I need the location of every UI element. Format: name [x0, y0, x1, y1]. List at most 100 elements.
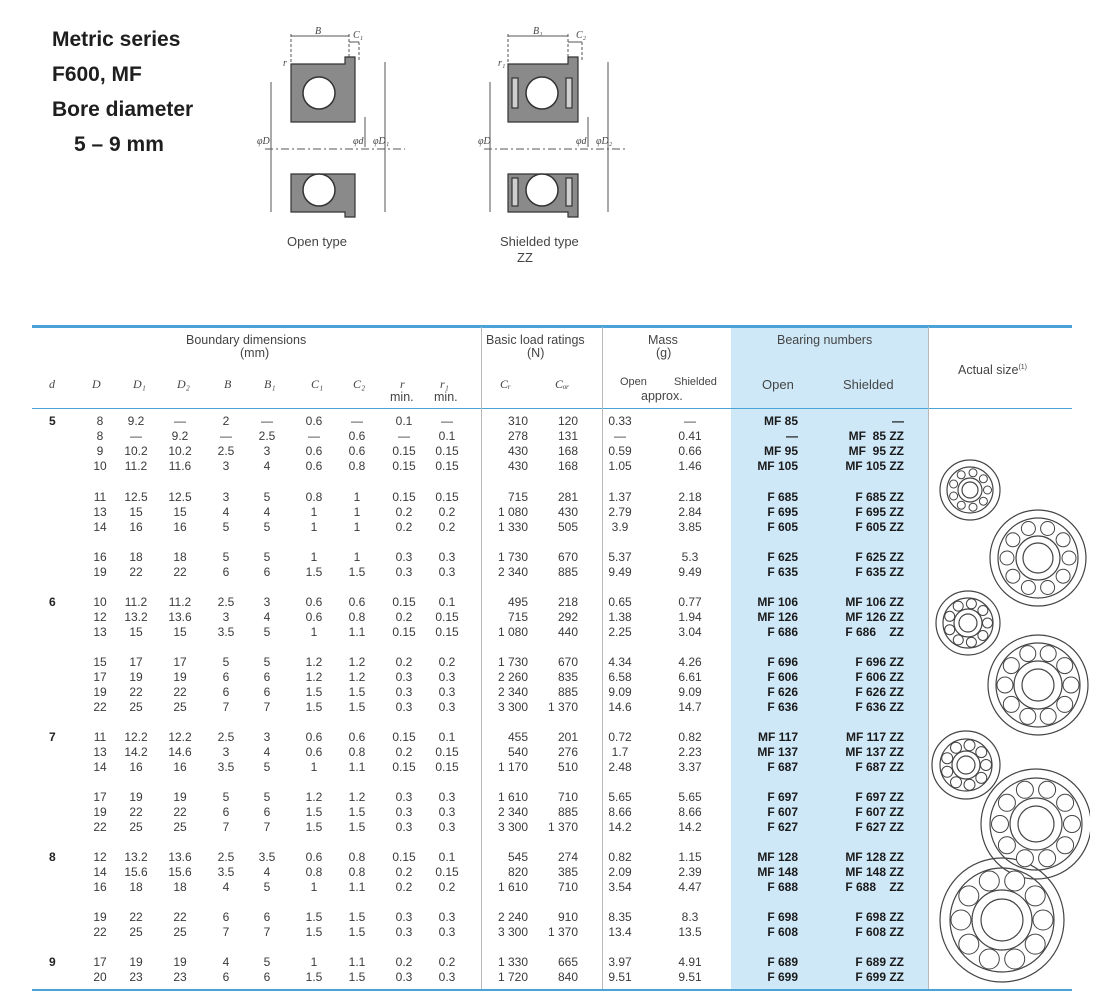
table-cell: 5	[263, 955, 271, 969]
table-cell: 9.2	[127, 414, 145, 428]
table-cell: 20	[93, 970, 107, 984]
table-cell: 0.6	[305, 414, 323, 428]
table-cell: 14.6	[168, 745, 192, 759]
col-header-B: B	[224, 377, 232, 391]
table-cell: 0.3	[395, 565, 413, 579]
table-cell: 0.8	[305, 865, 323, 879]
table-cell: 1.46	[678, 459, 702, 473]
table-cell: 0.15	[392, 490, 416, 504]
bearing-number-shielded: F 689 ZZ	[855, 955, 904, 969]
table-cell: 1	[310, 625, 318, 639]
table-cell: 13.6	[168, 850, 192, 864]
table-cell: 19	[173, 670, 187, 684]
table-cell: 19	[93, 685, 107, 699]
ball-mark	[1005, 532, 1021, 548]
table-cell: 0.15	[392, 625, 416, 639]
table-cell: 0.15	[435, 625, 459, 639]
table-cell: 1.5	[305, 805, 323, 819]
table-cell: 0.8	[305, 490, 323, 504]
table-cell: 1	[310, 760, 318, 774]
table-cell: —	[351, 414, 363, 428]
ball-mark	[952, 600, 964, 612]
ball-mark	[949, 491, 959, 501]
col-header-r1: r₁	[440, 377, 449, 391]
table-cell: 6	[222, 805, 230, 819]
table-cell: 13	[93, 625, 107, 639]
table-cell: 11.6	[168, 459, 192, 473]
ball-mark	[950, 741, 962, 754]
table-cell: 4.26	[678, 655, 702, 669]
bearing-number-open: F 695	[767, 505, 798, 519]
table-cell: —	[174, 414, 186, 428]
ball-mark	[1005, 568, 1021, 584]
open-dim-d-outer: φD	[257, 136, 271, 147]
table-cell: 5	[222, 790, 230, 804]
table-cell: 670	[557, 550, 578, 564]
table-cell: 0.2	[395, 505, 413, 519]
table-cell: 1.37	[608, 490, 632, 504]
actual-size-small-1	[939, 459, 1001, 521]
table-cell: 1.5	[305, 910, 323, 924]
table-cell: 22	[93, 820, 107, 834]
table-cell: 505	[557, 520, 578, 534]
table-cell: 1	[353, 520, 361, 534]
bearing-number-open: MF 148	[757, 865, 798, 879]
table-cell: 15.6	[124, 865, 148, 879]
ball-mark	[997, 793, 1016, 812]
bearing-number-open: F 605	[767, 520, 798, 534]
table-cell: 15	[173, 505, 187, 519]
table-cell: 0.15	[435, 459, 459, 473]
table-cell: 6	[222, 670, 230, 684]
bearing-number-shielded: —	[892, 414, 904, 428]
table-cell: 4.34	[608, 655, 632, 669]
table-cell: 18	[173, 880, 187, 894]
table-cell: 1.1	[348, 760, 366, 774]
table-cell: 4	[263, 459, 271, 473]
table-cell: 0.3	[438, 670, 456, 684]
table-cell: 1.2	[348, 790, 366, 804]
shielded-dim-b1: B₁	[533, 26, 543, 37]
bearing-number-shielded: F 635 ZZ	[855, 565, 904, 579]
table-cell: 6.58	[608, 670, 632, 684]
table-cell: 22	[93, 925, 107, 939]
table-cell: 1.5	[348, 970, 366, 984]
table-cell: 1 080	[497, 505, 528, 519]
bearing-number-shielded: F 605 ZZ	[855, 520, 904, 534]
open-dim-c1: C₁	[353, 30, 363, 41]
table-cell: 25	[173, 700, 187, 714]
table-cell: 1.2	[305, 670, 323, 684]
table-cell: 19	[129, 790, 143, 804]
table-cell: 3	[263, 730, 271, 744]
title-bore-diameter: Bore diameter	[52, 98, 194, 121]
ball-mark	[1002, 695, 1020, 713]
table-cell: 5.3	[681, 550, 699, 564]
table-cell: 3 300	[497, 700, 528, 714]
col-header-approx: approx.	[641, 389, 683, 403]
ball-mark	[968, 502, 978, 512]
table-cell: 9.09	[678, 685, 702, 699]
table-cell: 0.41	[678, 429, 702, 443]
ball-mark	[950, 909, 972, 931]
bearing-number-open: F 697	[767, 790, 798, 804]
bearing-number-shielded: F 688 ZZ	[845, 880, 904, 894]
ball-mark	[1002, 657, 1020, 675]
bearing-number-open: F 696	[767, 655, 798, 669]
table-cell: 0.8	[348, 610, 366, 624]
table-cell: 8.3	[681, 910, 699, 924]
shielded-type-diagram: B₁ C₂ r₁ φD φd φD₂	[478, 26, 628, 218]
table-cell: 0.2	[395, 880, 413, 894]
table-cell: 1.38	[608, 610, 632, 624]
table-cell: 1 370	[547, 820, 578, 834]
table-cell: 0.3	[438, 820, 456, 834]
header-actual-size: Actual size(1)	[958, 363, 1027, 377]
table-cell: 0.2	[395, 610, 413, 624]
table-cell: 0.8	[348, 865, 366, 879]
table-cell: 17	[173, 655, 187, 669]
table-cell: 3.9	[611, 520, 629, 534]
bearing-number-open: —	[786, 429, 798, 443]
table-cell: 19	[173, 955, 187, 969]
ball-mark	[996, 676, 1014, 694]
table-cell: 8.66	[608, 805, 632, 819]
table-cell: 10.2	[168, 444, 192, 458]
table-cell: 1.2	[348, 670, 366, 684]
